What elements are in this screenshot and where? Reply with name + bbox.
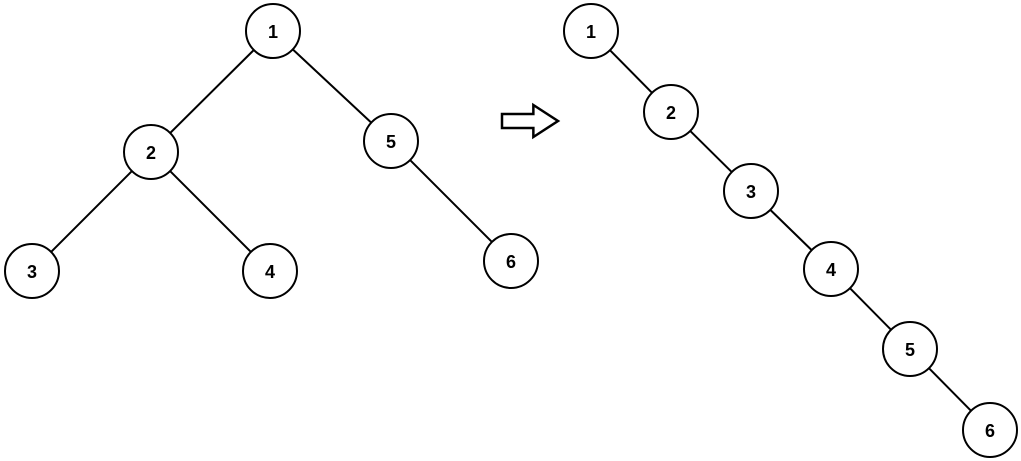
tree-node-circle-6 xyxy=(483,233,539,289)
tree-edge-5-to-6 xyxy=(409,159,493,243)
linked-list-node-3: 3 xyxy=(723,163,779,219)
linked-list-node-4: 4 xyxy=(803,241,859,297)
linked-list-node-1: 1 xyxy=(563,3,619,59)
linked-list-node-label-1: 1 xyxy=(586,22,596,42)
tree-node-label-6: 6 xyxy=(506,252,516,272)
tree-node-circle-2 xyxy=(123,124,179,180)
linked-list-node-label-2: 2 xyxy=(666,103,676,123)
binary-tree-edges xyxy=(50,48,493,253)
linked-list-node-label-3: 3 xyxy=(746,182,756,202)
linked-list-node-circle-3 xyxy=(723,163,779,219)
tree-node-label-4: 4 xyxy=(265,262,275,282)
tree-node-5: 5 xyxy=(363,113,419,169)
tree-node-label-1: 1 xyxy=(268,22,278,42)
linked-list-node-2: 2 xyxy=(643,84,699,140)
tree-edge-2-to-4 xyxy=(169,170,252,253)
linked-list-nodes: 1 2 3 4 5 6 xyxy=(563,3,1018,458)
linked-list-node-circle-5 xyxy=(882,321,938,377)
tree-node-circle-4 xyxy=(242,243,298,299)
transforms-into-arrow xyxy=(500,102,561,140)
linked-list-node-6: 6 xyxy=(962,402,1018,458)
binary-tree-nodes: 1 2 3 4 5 6 xyxy=(4,3,539,299)
tree-node-1: 1 xyxy=(245,3,301,59)
tree-edge-1-to-5 xyxy=(291,48,373,124)
linked-list-edge-1-to-2 xyxy=(608,49,654,94)
transforms-into-arrow-icon xyxy=(500,102,561,140)
linked-list-edge-4-to-5 xyxy=(848,287,893,331)
linked-list-node-circle-6 xyxy=(962,402,1018,458)
tree-node-label-3: 3 xyxy=(27,262,37,282)
tree-node-3: 3 xyxy=(4,243,60,299)
linked-list-node-label-6: 6 xyxy=(985,421,995,441)
linked-list-node-circle-1 xyxy=(563,3,619,59)
tree-node-circle-1 xyxy=(245,3,301,59)
linked-list-edge-5-to-6 xyxy=(927,367,973,412)
tree-node-2: 2 xyxy=(123,124,179,180)
tree-node-circle-5 xyxy=(363,113,419,169)
tree-edge-2-to-3 xyxy=(50,170,133,253)
tree-edge-1-to-2 xyxy=(169,49,255,134)
linked-list-edge-2-to-3 xyxy=(689,129,733,174)
linked-list-node-circle-2 xyxy=(643,84,699,140)
linked-list-node-label-4: 4 xyxy=(826,260,836,280)
linked-list-node-circle-4 xyxy=(803,241,859,297)
linked-list-node-5: 5 xyxy=(882,321,938,377)
tree-node-label-2: 2 xyxy=(146,143,156,163)
tree-node-circle-3 xyxy=(4,243,60,299)
linked-list-edges xyxy=(608,49,973,412)
tree-node-label-5: 5 xyxy=(386,132,396,152)
tree-node-6: 6 xyxy=(483,233,539,289)
linked-list-node-label-5: 5 xyxy=(905,340,915,360)
linked-list-edge-3-to-4 xyxy=(769,208,813,252)
tree-node-4: 4 xyxy=(242,243,298,299)
